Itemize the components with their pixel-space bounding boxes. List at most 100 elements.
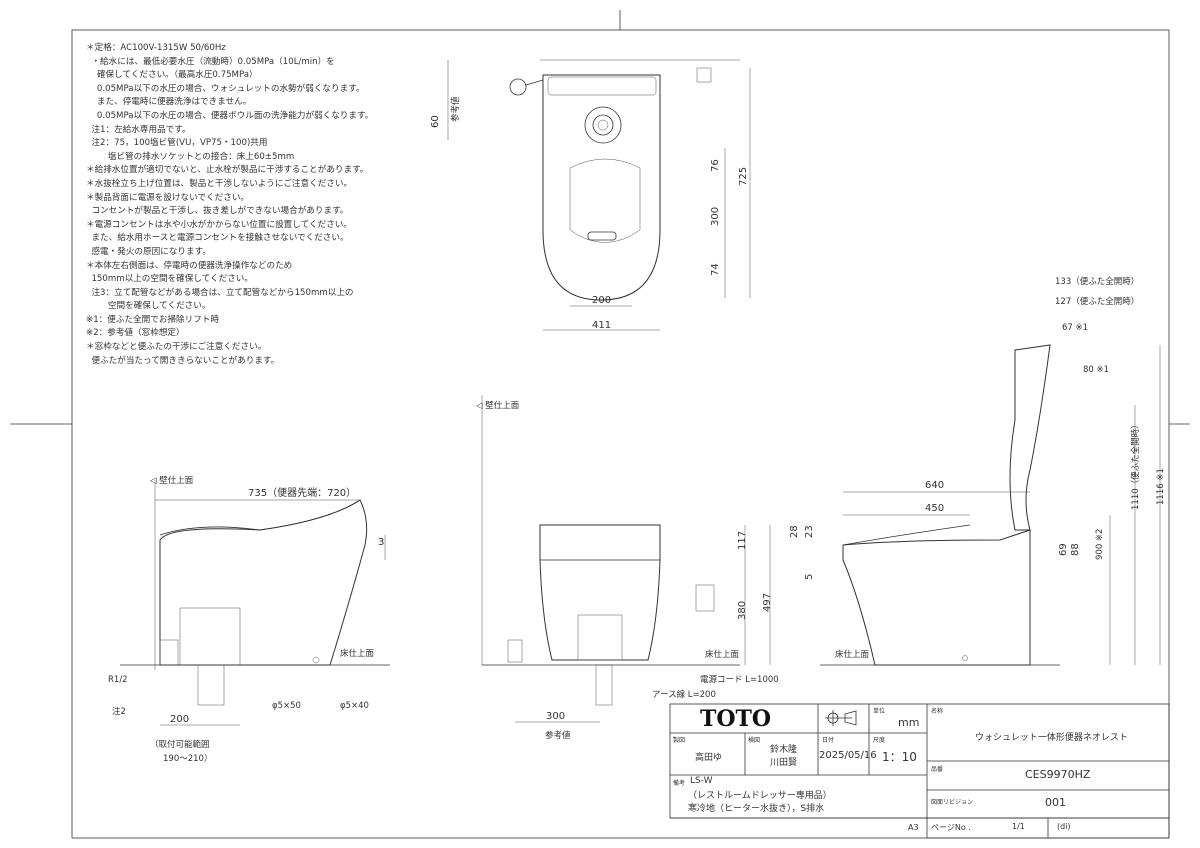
scale-value: 1：10	[882, 750, 917, 764]
note-line: ※1：便ふた全開でお掃除リフト時	[86, 314, 219, 325]
dim-60: 60	[430, 115, 441, 128]
note-line: ＊本体左右側面は、停電時の便器洗浄操作などのため	[86, 260, 293, 271]
range-label-1: （取付可能範囲	[150, 739, 210, 750]
note-line: 0.05MPa以下の水圧の場合、便器ボウル面の洗浄能力が弱くなります。	[86, 110, 374, 121]
front-view: ◁ 壁仕上面 117 497 380 床仕上面 電源コード L=1000 アース…	[476, 395, 779, 741]
dim-ref: 参考値	[545, 730, 571, 741]
dim-127: 127（便ふた全開時）	[1055, 296, 1139, 307]
note-line: ※2：参考値（窓枠想定）	[86, 328, 185, 339]
dim-76: 76	[710, 159, 721, 172]
product-name: ウォシュレット一体形便器ネオレスト	[975, 733, 1128, 743]
dim-300: 300	[710, 207, 721, 226]
notes-block: ＊定格：AC100V-1315W 50/60Hz ・給水には、最低必要水圧（流動…	[86, 42, 373, 368]
dim-69: 69	[1058, 543, 1069, 556]
scale-label: 尺度	[873, 737, 886, 744]
dim-88: 88	[1070, 543, 1081, 556]
revision-value: 001	[1045, 796, 1066, 809]
dim-80: 80 ※1	[1083, 365, 1109, 375]
range-label-2: 190〜210）	[163, 753, 212, 764]
dim-5: 5	[804, 574, 815, 580]
dim-ref: 参考値	[450, 96, 461, 122]
wall-finish-label: ◁ 壁仕上面	[476, 400, 520, 411]
drawing-frame	[71, 29, 1170, 839]
note-line: 注2：75，100塩ビ管(VU，VP75・100)共用	[86, 138, 268, 149]
dim-900: 900 ※2	[1095, 529, 1105, 560]
note-line: ＊窓枠などと便ふたの干渉にご注意ください。	[86, 342, 267, 353]
checked-by-2: 川田賢	[770, 758, 798, 768]
note-line: ＊給排水位置が適切でないと、止水栓が製品に干渉することがあります。	[86, 165, 369, 176]
phi-5x40: φ5×40	[340, 701, 369, 711]
drawn-by: 高田ゆ	[695, 753, 723, 763]
dim-380: 380	[737, 601, 748, 620]
phi-5x50: φ5×50	[272, 701, 301, 711]
model-number: CES9970HZ	[1025, 768, 1091, 781]
top-view: 60 参考値 76 300 74 725 200 411	[430, 59, 751, 331]
dim-1110: 1110（便ふた全開時）	[1130, 420, 1141, 510]
note-line: 注3：立て配管などがある場合は、立て配管などから150mm以上の	[86, 287, 354, 298]
note-line: ＊電源コンセントは水や小水がかからない位置に設置してください。	[86, 219, 352, 230]
dim-133: 133（便ふた全開時）	[1055, 276, 1139, 287]
note-line: コンセントが製品と干渉し、抜き差しができない場合があります。	[86, 206, 349, 217]
note-line: ＊定格：AC100V-1315W 50/60Hz	[86, 43, 226, 53]
note-line: ・給水には、最低必要水圧（流動時）0.05MPa（10L/min）を	[86, 56, 335, 67]
floor-finish-label: 床仕上面	[340, 648, 375, 659]
dim-3: 3	[378, 537, 384, 548]
power-cord-label: 電源コード L=1000	[700, 675, 779, 685]
note-line: ＊製品背面に電源を設けないでください。	[86, 192, 250, 203]
remarks-line-1: LS-W	[690, 776, 713, 786]
revision-label: 図面リビジョン	[931, 799, 974, 806]
right-side-view: 133（便ふた全開時） 127（便ふた全開時） 67 ※1 80 ※1 640 …	[789, 276, 1166, 666]
dim-450: 450	[925, 503, 944, 514]
dim-117: 117	[737, 531, 748, 550]
dim-640: 640	[925, 480, 944, 491]
remarks-line-2: （レストルームドレッサー専用品）	[688, 791, 832, 801]
note-line: また、停電時に便器洗浄はできません。	[86, 97, 252, 108]
dim-725: 725	[738, 167, 749, 186]
date-value: 2025/05/16	[819, 750, 877, 761]
note-line: 確保してください。（最高水圧0.75MPa）	[86, 70, 258, 81]
dim-1116: 1116 ※1	[1156, 468, 1166, 505]
dim-74: 74	[710, 263, 721, 276]
model-label: 品番	[931, 766, 944, 773]
note-line: 空間を確保してください。	[86, 301, 211, 312]
dim-497: 497	[762, 593, 773, 612]
unit-label: 単位	[873, 708, 886, 715]
checked-label: 検図	[748, 737, 761, 744]
date-label: 日付	[822, 737, 835, 744]
wall-finish-label: ◁ 壁仕上面	[150, 475, 194, 486]
name-label: 名称	[931, 708, 944, 715]
dim-735: 735（便器先端：720）	[248, 486, 356, 499]
title-block-grid	[669, 703, 1170, 839]
dim-67: 67 ※1	[1062, 323, 1088, 333]
note-line: 感電・発火の原因になります。	[86, 246, 211, 257]
note-line: 注1：左給水専用品です。	[86, 124, 191, 135]
note-line: ＊水抜栓立ち上げ位置は、製品と干渉しないようにご注意ください。	[86, 178, 353, 189]
dim-200: 200	[170, 714, 189, 725]
dim-200: 200	[592, 295, 611, 306]
remarks-label: 備考	[673, 780, 686, 787]
unit-value: mm	[898, 716, 920, 729]
left-side-view: ◁ 壁仕上面 735（便器先端：720） 3 床仕上面 R1/2 注2 200 …	[108, 475, 390, 764]
dim-300: 300	[546, 711, 565, 722]
note-line: 0.05MPa以下の水圧の場合、ウォシュレットの水勢が弱くなります。	[86, 83, 365, 94]
page-value: 1/1	[1012, 822, 1025, 831]
r12-label: R1/2	[108, 675, 128, 685]
note-line: 塩ビ管の排水ソケットとの接合：床上60±5mm	[86, 151, 295, 162]
floor-finish-label: 床仕上面	[835, 649, 870, 660]
note-line: 便ふたが当たって開ききらないことがあります。	[86, 355, 280, 366]
dim-28: 28	[789, 525, 800, 538]
page-label: ページNo .	[931, 823, 971, 832]
paper-size: A3	[908, 823, 919, 832]
remarks-line-3: 寒冷地（ヒーター水抜き），S排水	[688, 804, 825, 814]
note-line: また、給水用ホースと電源コンセントを接触させないでください。	[86, 233, 349, 244]
floor-finish-label: 床仕上面	[705, 649, 740, 660]
checked-by-1: 鈴木隆	[770, 745, 798, 755]
toto-logo: TOTO	[700, 706, 772, 732]
projection-symbol-icon	[825, 710, 857, 726]
note-line: 150mm以上の空間を確保してください。	[86, 274, 253, 285]
note2-label: 注2	[112, 706, 126, 717]
sheet-mark: (di)	[1057, 822, 1071, 831]
earth-wire-label: アース線 L=200	[652, 689, 716, 700]
dim-23: 23	[804, 525, 815, 538]
